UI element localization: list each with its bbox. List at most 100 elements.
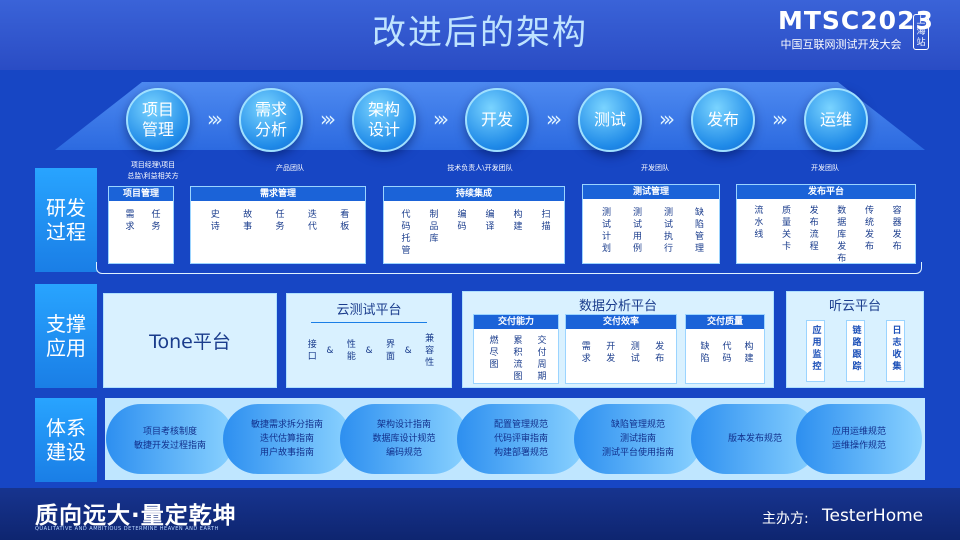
dev-box-item: 代码托管 [399,209,410,257]
data-group-item: 代码 [720,341,731,365]
data-group-item: 开发 [604,341,615,365]
system-item: 运维操作规范 [831,441,886,451]
divider [311,322,427,323]
data-group-item: 发布 [653,341,664,365]
chevron-right-icon: ››› [772,107,788,131]
dev-box-item: 测试用例 [631,207,641,255]
dev-box-item: 需求 [123,209,134,233]
system-item: 数据库设计规范 [372,434,436,444]
dev-box-title: 项目管理 [109,187,173,201]
dev-box-item: 看板 [338,209,349,233]
dev-box-item: 任务 [273,209,284,233]
dev-box-item: 质量关卡 [779,205,790,253]
stage-label: 发布 [706,110,739,129]
system-item: 缺陷管理规范 [610,420,665,430]
listen-item: 链路跟踪 [850,325,861,373]
system-item: 应用运维规范 [831,427,886,437]
listen-item: 应用监控 [810,325,821,373]
chevron-right-icon: ››› [320,107,336,131]
dev-box-project: 项目管理 需求 任务 [108,186,174,264]
dev-box-item: 数据库发布 [835,205,846,265]
header-band [0,0,960,70]
stage-label: 运维 [819,110,852,129]
row-label-text: 支撑 应用 [46,312,86,360]
cloud-test-item: & [326,346,334,356]
system-item: 敏捷需求拆分指南 [250,420,323,430]
footer-band [0,488,960,540]
cloud-test-item: 兼容性 [423,333,434,369]
stage-label: 需求 分析 [254,100,287,139]
system-item: 版本发布规范 [727,434,782,444]
row-label-text: 研发 过程 [46,196,86,244]
slogan-english: QUALITATIVE AND AMBITIOUS DETERMINE HEAV… [35,526,219,532]
cloud-test-item: & [404,346,412,356]
team-label: 开发团队 [641,164,669,172]
data-analysis-platform: 数据分析平台 交付能力 燃尽图 累积流图 交付周期 交付效率 需求 开发 测试 … [462,291,774,388]
data-group-title: 交付能力 [474,315,558,329]
cloud-test-item: 界面 [384,339,395,363]
dev-box-item: 故事 [241,209,252,233]
row-label-support: 支撑 应用 [35,284,97,388]
cloud-test-platform: 云测试平台 接口 & 性能 & 界面 & 兼容性 [286,293,452,388]
dev-box-test-management: 测试管理 测试计划 测试用例 测试执行 缺陷管理 [582,184,720,264]
dev-box-item: 发布流程 [807,205,818,253]
dev-box-item: 编码 [455,209,466,233]
system-item: 用户故事指南 [259,448,314,458]
dev-box-title: 需求管理 [191,187,365,201]
listen-item: 日志收集 [890,325,901,373]
system-item: 架构设计指南 [376,420,431,430]
station-badge: 上海站 [913,14,929,50]
stage-operations: 运维 [804,88,868,152]
data-group-item: 累积流图 [511,335,522,383]
stage-testing: 测试 [578,88,642,152]
data-group-item: 测试 [628,341,639,365]
cloud-test-item: 接口 [305,339,316,363]
data-group-item: 需求 [579,341,590,365]
dev-box-release: 发布平台 流水线 质量关卡 发布流程 数据库发布 传统发布 容器发布 [736,184,916,265]
dev-box-item: 传统发布 [862,205,873,253]
data-group-item: 构建 [742,341,753,365]
listen-cloud-title: 听云平台 [828,299,881,314]
cloud-test-item: 性能 [344,339,355,363]
system-pill: 应用运维规范 运维操作规范 [796,404,922,474]
dev-box-item: 任务 [149,209,160,233]
dev-box-item: 扫描 [539,209,550,233]
data-group-capability: 交付能力 燃尽图 累积流图 交付周期 [473,314,559,384]
stage-requirements: 需求 分析 [239,88,303,152]
system-item: 配置管理规范 [493,420,548,430]
data-analysis-title: 数据分析平台 [578,299,657,314]
brand-logo: MTSC2023 [778,6,934,35]
dev-bracket [96,262,922,274]
team-label: 产品团队 [276,164,304,172]
data-group-item: 缺陷 [698,341,709,365]
stage-development: 开发 [465,88,529,152]
dev-box-item: 缺陷管理 [693,207,703,255]
brand-subtitle: 中国互联网测试开发大会 [780,38,902,51]
row-label-system: 体系 建设 [35,398,97,482]
data-group-quality: 交付质量 缺陷 代码 构建 [685,314,765,384]
listen-item-box: 应用监控 [805,320,825,382]
dev-box-item: 构建 [511,209,522,233]
data-group-item: 燃尽图 [487,335,498,371]
system-pill: 架构设计指南 数据库设计规范 编码规范 [340,404,468,474]
page-title: 改进后的架构 [372,13,588,53]
stage-label: 项目 管理 [141,100,174,139]
host-logo: TesterHome [822,506,924,526]
dev-box-item: 测试执行 [662,207,672,255]
dev-box-item: 史诗 [208,209,219,233]
system-item: 编码规范 [385,448,422,458]
row-label-text: 体系 建设 [46,416,86,464]
system-item: 测试平台使用指南 [601,448,674,458]
system-item: 测试指南 [619,434,656,444]
row-label-dev: 研发 过程 [35,168,97,272]
chevron-right-icon: ››› [659,107,675,131]
team-label: 项目经理\项目 总监\利益相关方 [127,161,179,180]
stage-label: 开发 [480,110,513,129]
dev-box-item: 迭代 [305,209,316,233]
system-item: 项目考核制度 [142,427,197,437]
chevron-right-icon: ››› [433,107,449,131]
system-pill: 配置管理规范 代码评审指南 构建部署规范 [457,404,585,474]
dev-box-ci: 持续集成 代码托管 制品库 编码 编译 构建 扫描 [383,186,565,264]
data-group-title: 交付效率 [566,315,676,329]
system-item: 构建部署规范 [493,448,548,458]
